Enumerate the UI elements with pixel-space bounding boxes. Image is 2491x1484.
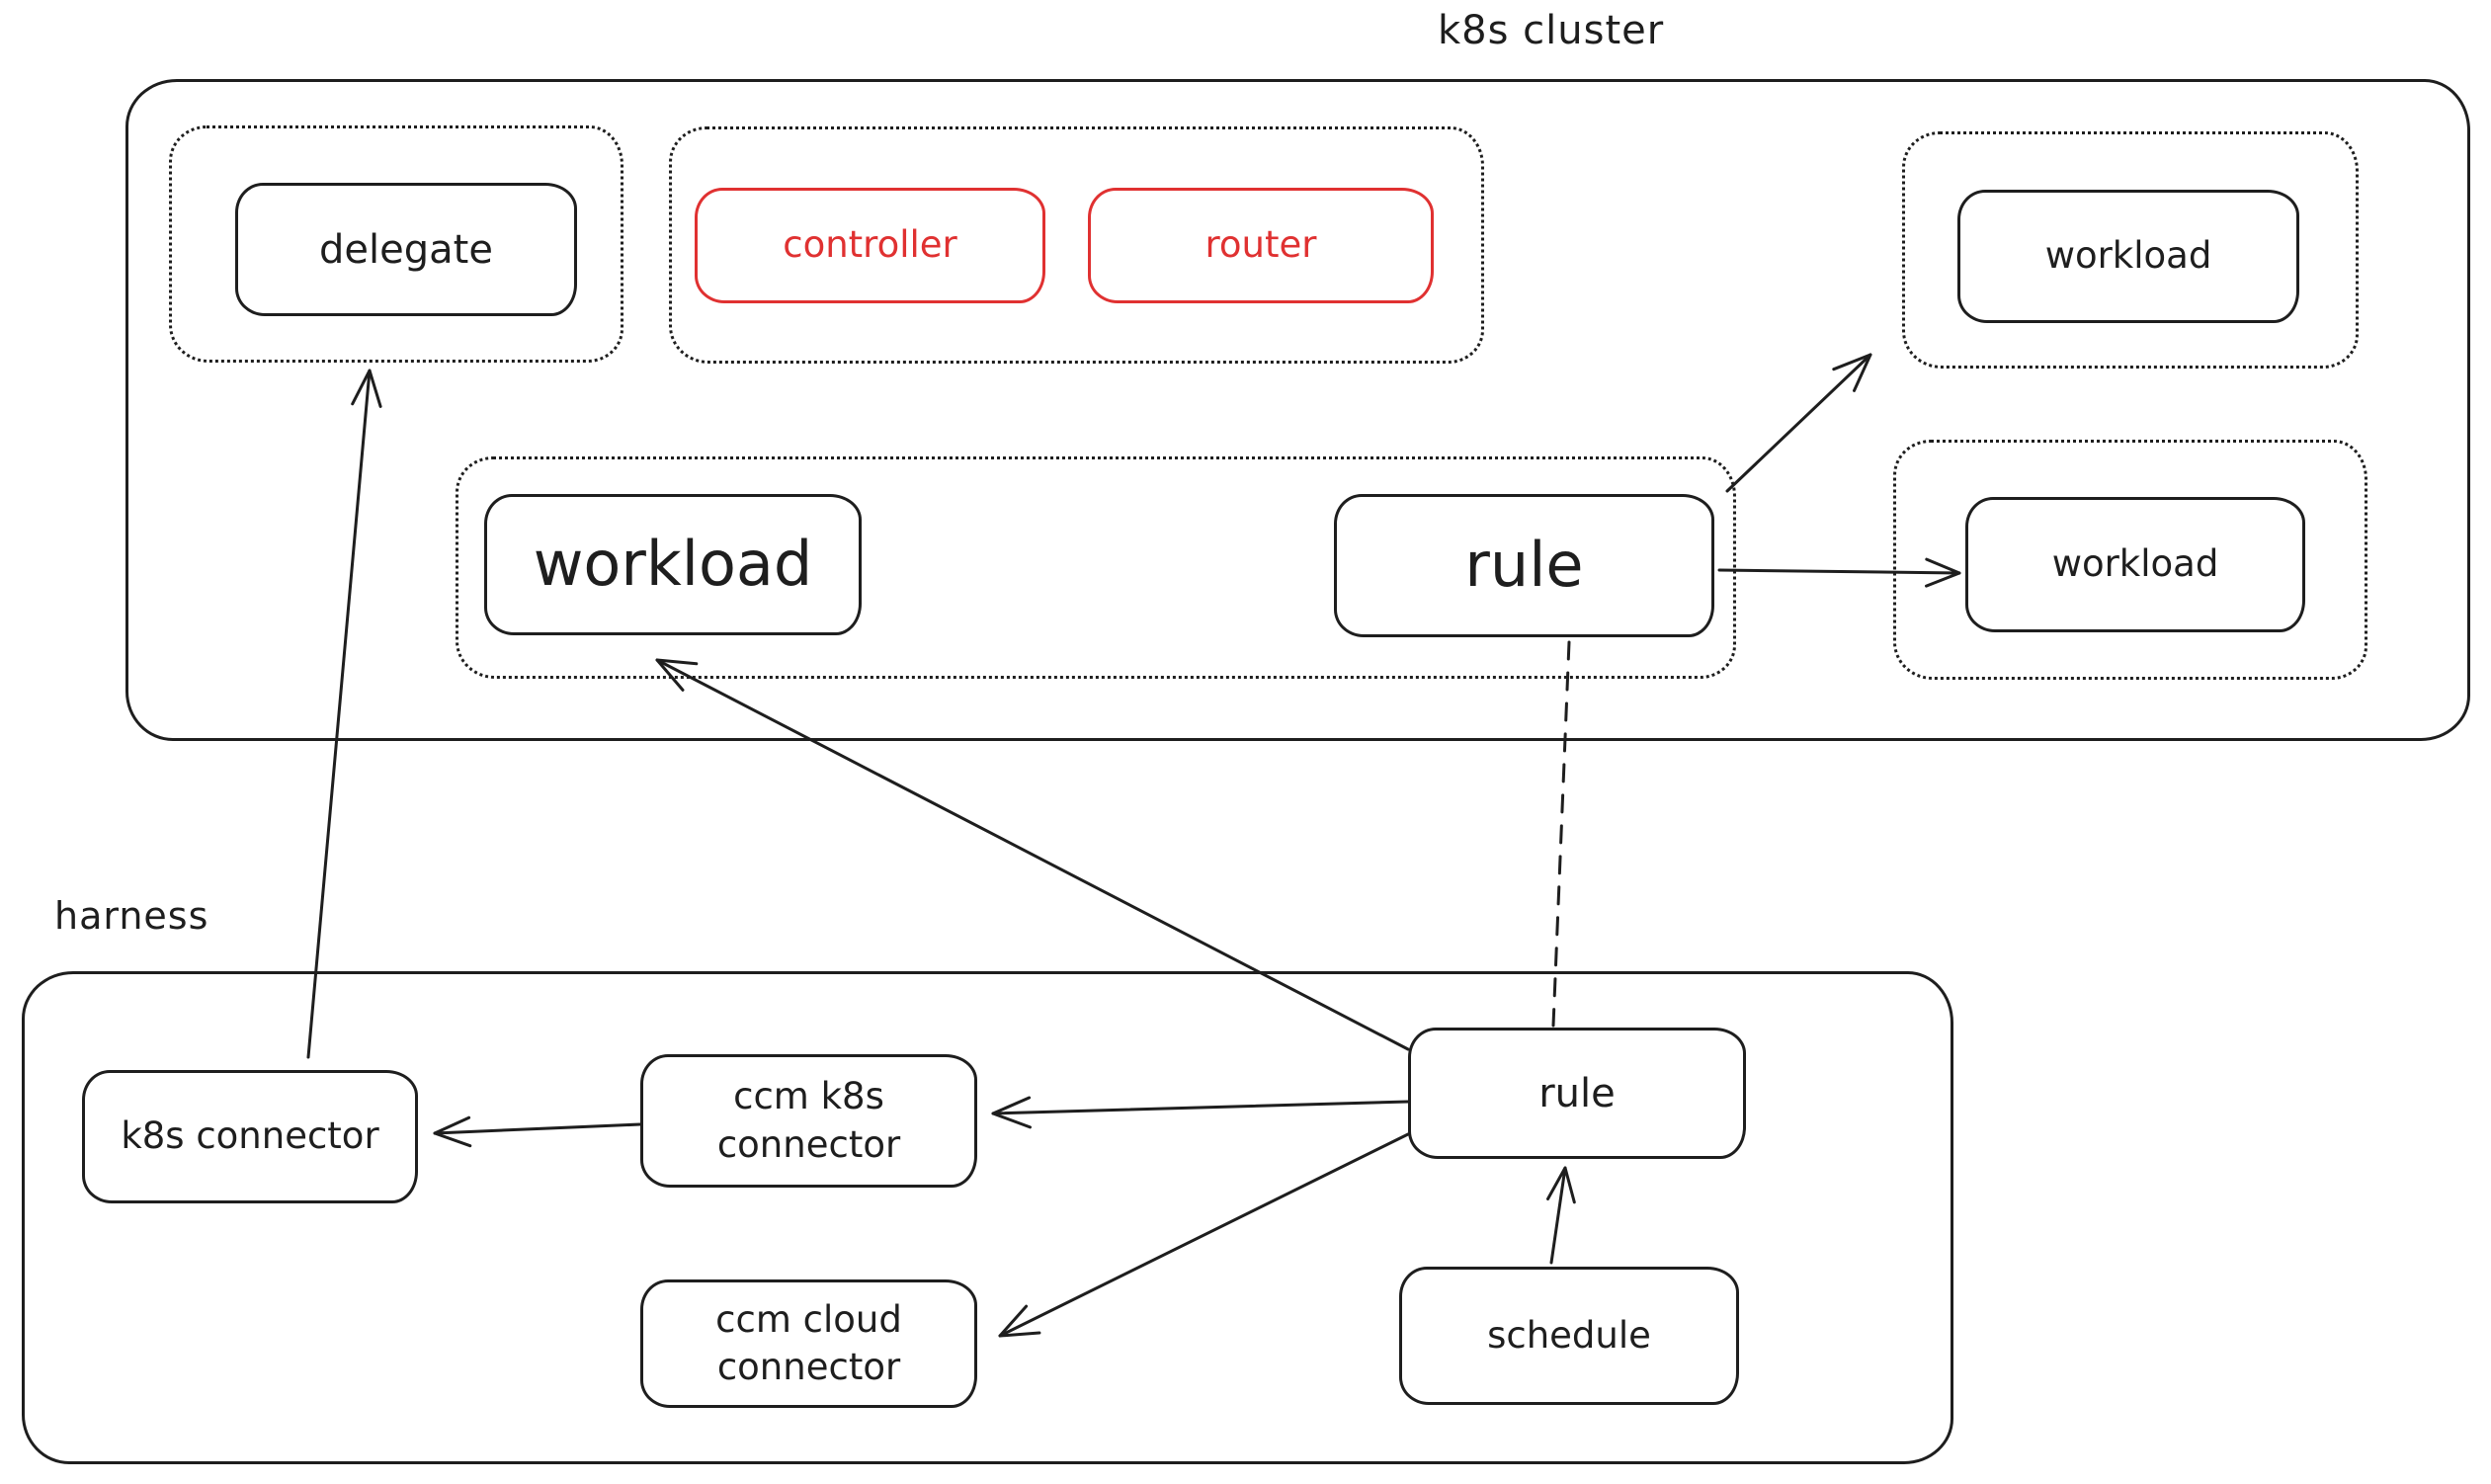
schedule-node: schedule <box>1399 1267 1739 1405</box>
k8s-connector-node: k8s connector <box>82 1070 418 1203</box>
workload-main-node: workload <box>484 494 862 635</box>
router-node: router <box>1088 188 1434 303</box>
delegate-dotted-group <box>169 125 623 363</box>
k8s-cluster-label: k8s cluster <box>1438 8 1665 53</box>
workload-right-dotted-group <box>1893 440 2367 680</box>
harness-label: harness <box>54 894 209 938</box>
rule-harness-node: rule <box>1408 1028 1746 1159</box>
ccm-cloud-connector-node: ccm cloud connector <box>640 1279 977 1408</box>
delegate-node: delegate <box>235 183 577 316</box>
controller-node: controller <box>695 188 1045 303</box>
workload-top-node: workload <box>1957 190 2299 323</box>
rule-k8s-node: rule <box>1334 494 1714 637</box>
workload-top-dotted-group <box>1902 131 2359 369</box>
ccm-k8s-connector-node: ccm k8s connector <box>640 1054 977 1188</box>
workload-right-node: workload <box>1965 497 2305 632</box>
controller-router-dotted-group <box>669 126 1484 364</box>
